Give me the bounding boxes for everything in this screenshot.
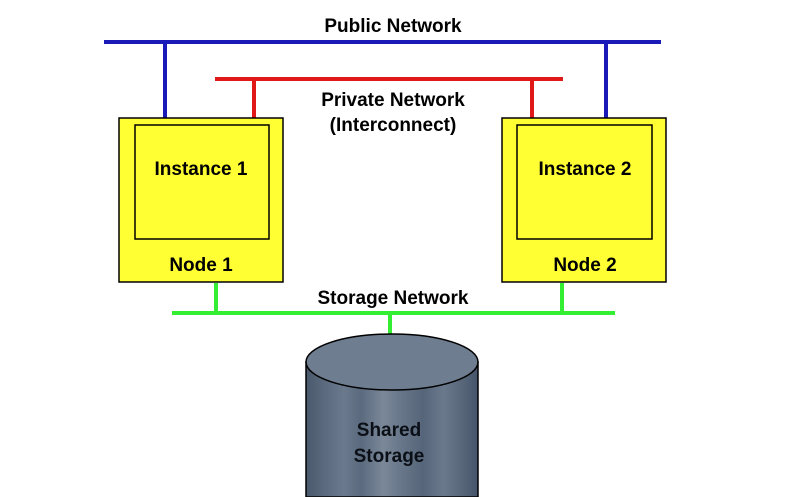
private-network-label: Private Network (321, 90, 465, 111)
shared-storage-cylinder-top (305, 333, 479, 391)
shared-storage: Shared Storage (305, 333, 479, 497)
node-1-label: Node 1 (169, 255, 233, 276)
instance-2-label: Instance 2 (539, 159, 632, 180)
shared-storage-sublabel: Storage (354, 446, 425, 467)
storage-network: Storage Network (172, 283, 615, 335)
node-1: Instance 1 Node 1 (118, 117, 284, 283)
shared-storage-label: Shared (357, 420, 421, 441)
instance-1-box (134, 124, 270, 240)
storage-network-label: Storage Network (318, 288, 469, 309)
private-network: Private Network (Interconnect) (215, 77, 563, 136)
node-2-label: Node 2 (553, 255, 616, 276)
private-network-sublabel: (Interconnect) (330, 115, 457, 136)
public-network-label: Public Network (324, 16, 462, 37)
instance-1-label: Instance 1 (155, 159, 248, 180)
node-2: Instance 2 Node 2 (501, 117, 667, 283)
instance-2-box (516, 124, 653, 240)
public-network: Public Network (104, 16, 661, 118)
